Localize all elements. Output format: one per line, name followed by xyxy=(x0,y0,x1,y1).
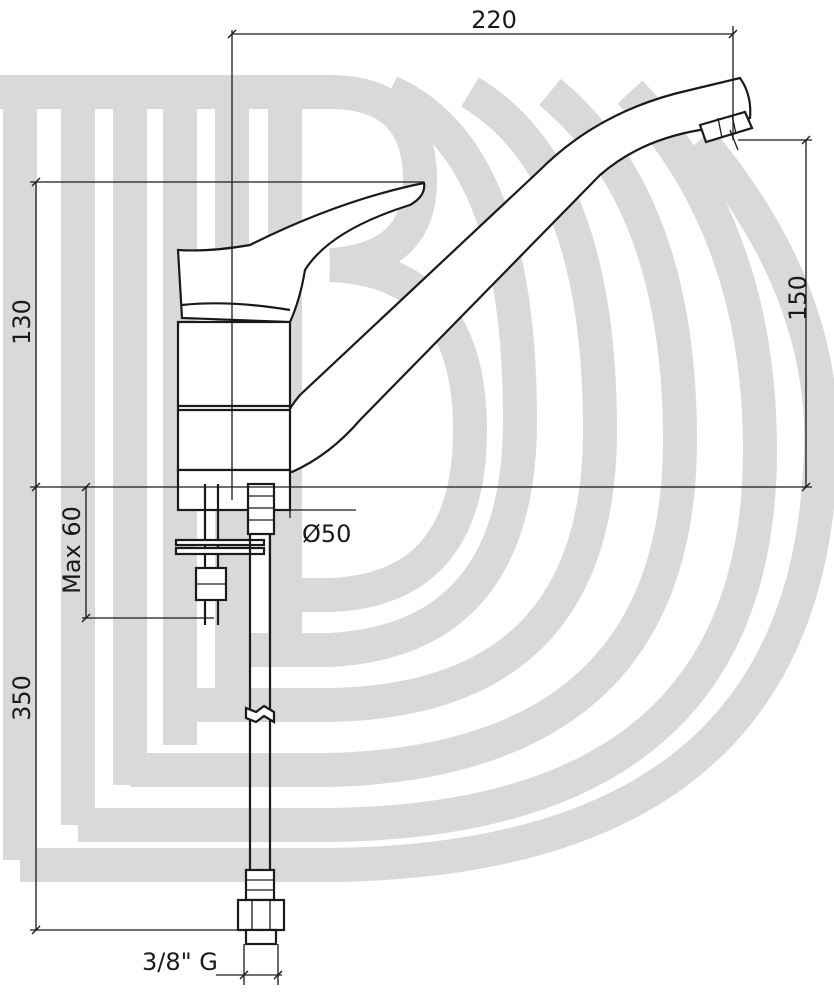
faucet-body xyxy=(176,76,754,512)
dim-spout-height: 150 xyxy=(784,275,812,321)
dim-max-deck: Max 60 xyxy=(58,506,86,594)
aerator xyxy=(698,110,754,144)
dim-connection: 3/8" G xyxy=(142,948,218,976)
lever-handle xyxy=(176,181,426,324)
dim-hose-length: 350 xyxy=(8,675,36,721)
mounting-hardware xyxy=(174,482,286,946)
dimension-lines xyxy=(30,26,812,985)
dim-spout-reach: 220 xyxy=(471,6,517,34)
connection-nut xyxy=(236,898,286,932)
spout xyxy=(277,76,752,474)
dim-base-diameter: Ø50 xyxy=(302,520,351,548)
faucet-cylinder xyxy=(176,320,292,472)
dim-lever-height: 130 xyxy=(8,299,36,345)
